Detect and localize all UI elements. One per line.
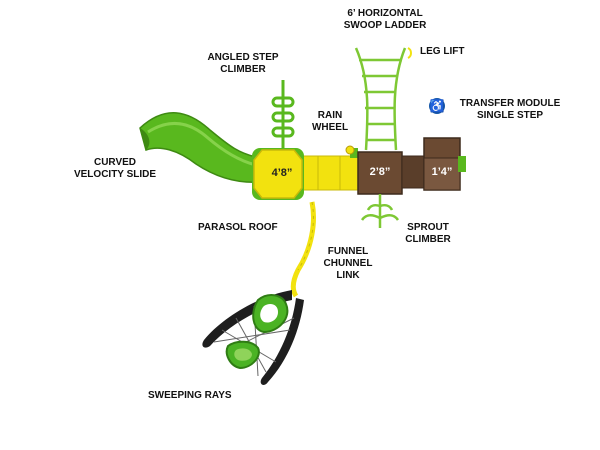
transfer-deck bbox=[423, 137, 466, 191]
label-parasol-roof: PARASOL ROOF bbox=[198, 222, 278, 233]
connector-tube bbox=[299, 148, 363, 191]
rain-wheel bbox=[345, 145, 355, 155]
deck-height-mid: 2’8” bbox=[369, 166, 391, 178]
label-angled-step-climber: ANGLED STEP CLIMBER bbox=[207, 52, 279, 75]
mid-deck bbox=[357, 151, 427, 195]
parasol-roof-deck bbox=[252, 148, 304, 200]
sprout-climber bbox=[360, 194, 400, 228]
curved-velocity-slide bbox=[139, 112, 263, 184]
deck-height-main: 4’8” bbox=[271, 167, 293, 179]
label-sprout-climber: SPROUT CLIMBER bbox=[405, 222, 451, 245]
label-sweeping-rays: SWEEPING RAYS bbox=[148, 390, 232, 401]
sweeping-rays bbox=[202, 290, 304, 385]
label-transfer-module: TRANSFER MODULE SINGLE STEP bbox=[459, 98, 561, 121]
deck-height-transfer: 1’4” bbox=[431, 166, 453, 178]
leg-lift bbox=[407, 47, 412, 59]
label-funnel-link: FUNNEL CHUNNEL LINK bbox=[323, 246, 373, 281]
horizontal-swoop-ladder bbox=[354, 47, 407, 151]
funnel-chunnel-link bbox=[290, 201, 316, 298]
label-leg-lift: LEG LIFT bbox=[420, 46, 465, 57]
label-curved-slide: CURVED VELOCITY SLIDE bbox=[73, 157, 157, 180]
angled-step-climber bbox=[271, 80, 295, 150]
label-swoop-ladder: 6’ HORIZONTAL SWOOP LADDER bbox=[343, 8, 427, 31]
label-rain-wheel: RAIN WHEEL bbox=[311, 110, 349, 133]
wheelchair-accessibility-icon: ♿ bbox=[429, 98, 445, 114]
